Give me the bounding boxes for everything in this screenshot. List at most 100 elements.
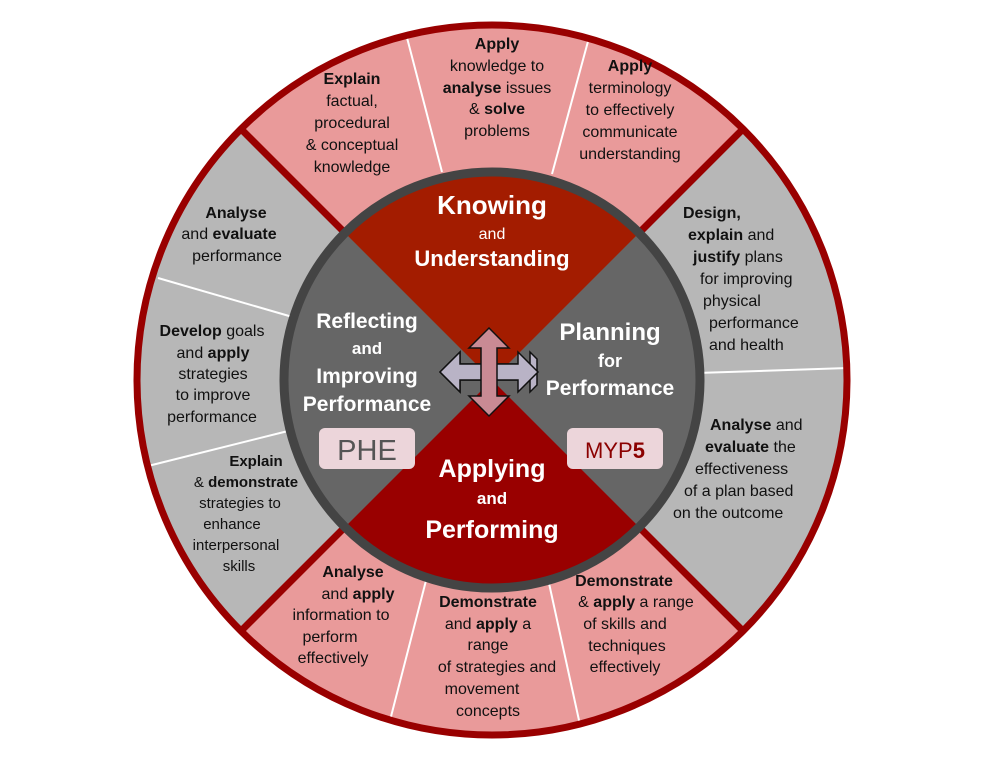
- strand-text-part: Analyse: [710, 417, 771, 434]
- outer-ring-border: [133, 21, 851, 739]
- strand-text-part: apply: [593, 594, 635, 611]
- strand-text-line: techniques: [588, 638, 665, 655]
- strand-text-line: Analyse: [205, 205, 266, 222]
- strand-text-line: performance: [709, 315, 799, 332]
- strand-text-line: information to: [293, 607, 390, 624]
- strand-text-line: performance: [192, 248, 282, 265]
- four-way-arrow-icon: [438, 326, 540, 418]
- strand-text-part: demonstrate: [208, 474, 298, 491]
- strand-text-line: enhance: [203, 516, 261, 533]
- strand-text-line: evaluate the: [705, 439, 796, 456]
- strand-text-line: problems: [464, 123, 530, 140]
- subject-text: PHE: [337, 435, 397, 467]
- strand-text-part: justify: [692, 249, 740, 266]
- strand-text-part: evaluate: [213, 226, 277, 243]
- strand-text-line: Explain: [229, 453, 282, 470]
- strand-text-line: skills: [223, 558, 256, 575]
- strand-text-line: range: [468, 637, 509, 654]
- strand-text-part: issues: [501, 80, 551, 97]
- strand-text-line: Analyse: [322, 564, 383, 581]
- strand-text-line: factual,: [326, 93, 378, 110]
- strand-text-part: &: [469, 101, 484, 118]
- strand-r2: Develop goals and apply strategies to im…: [160, 323, 265, 426]
- strand-text-line: Design,: [683, 205, 741, 222]
- strand-text-line: of strategies and: [438, 659, 556, 676]
- strand-text-line: Apply: [608, 58, 653, 75]
- strand-text-line: Apply: [475, 36, 520, 53]
- strand-text-part: and: [771, 417, 802, 434]
- strand-text-line: performance: [167, 409, 257, 426]
- strand-k2: Apply knowledge to analyse issues & solv…: [443, 36, 552, 140]
- badge-text-part: 5: [633, 438, 645, 463]
- strand-text-part: a: [518, 616, 531, 633]
- strand-text-line: physical: [703, 293, 761, 310]
- strand-text-part: and: [445, 616, 476, 633]
- level-text: MYP5: [585, 438, 645, 463]
- strand-r1: Explain & demonstrate strategies to enha…: [193, 453, 298, 575]
- strand-text-line: & apply a range: [578, 594, 694, 611]
- strand-text-part: explain: [688, 227, 743, 244]
- strand-text-part: apply: [476, 616, 518, 633]
- criterion-planning: Planning for Performance: [546, 319, 674, 400]
- strand-text-part: solve: [484, 101, 525, 118]
- strand-text-line: to improve: [176, 387, 251, 404]
- badge-text-part: MYP: [585, 438, 633, 463]
- strand-text-line: & demonstrate: [194, 474, 298, 491]
- strand-text-line: Analyse and: [710, 417, 803, 434]
- strand-text-line: strategies to: [199, 495, 281, 512]
- strand-text-part: goals: [222, 323, 265, 340]
- strand-text-part: evaluate: [705, 439, 769, 456]
- criterion-knowing: Knowing and Understanding: [414, 190, 569, 271]
- strand-text-part: apply: [208, 345, 250, 362]
- strand-text-line: on the outcome: [673, 505, 783, 522]
- strand-text-part: Develop: [160, 323, 222, 340]
- strand-text-line: movement: [445, 681, 520, 698]
- applying-and: and: [477, 489, 507, 508]
- strand-text-line: analyse issues: [443, 80, 552, 97]
- strand-text-part: analyse: [443, 80, 502, 97]
- strand-k1: Explain factual, procedural & conceptual…: [306, 71, 399, 176]
- level-badge: MYP5: [567, 428, 663, 469]
- inner-circle-border: [279, 167, 705, 593]
- knowing-quadrant: [345, 172, 639, 380]
- strand-text-part: and: [177, 345, 208, 362]
- strand-text-line: knowledge: [314, 159, 391, 176]
- strand-text-line: terminology: [589, 80, 672, 97]
- strand-text-part: and: [181, 226, 212, 243]
- subject-badge: PHE: [319, 428, 415, 469]
- strand-text-line: strategies: [178, 366, 247, 383]
- strand-text-line: justify plans: [692, 249, 783, 266]
- strand-text-line: concepts: [456, 703, 520, 720]
- strand-text-line: & solve: [469, 101, 525, 118]
- strand-p2: Analyse and evaluate the effectiveness o…: [673, 417, 803, 522]
- strand-text-line: interpersonal: [193, 537, 280, 554]
- strand-a2: Demonstrate and apply a range of strateg…: [438, 594, 556, 720]
- strand-text-line: and evaluate: [181, 226, 276, 243]
- planning-for: for: [598, 351, 622, 371]
- strand-text-line: of skills and: [583, 616, 667, 633]
- improving-label: Improving: [316, 365, 418, 388]
- strand-text-part: a range: [635, 594, 694, 611]
- strand-text-line: Demonstrate: [439, 594, 537, 611]
- criterion-applying: Applying and Performing: [425, 455, 558, 544]
- strand-a1: Demonstrate & apply a range of skills an…: [575, 573, 694, 676]
- criterion-reflecting: Reflecting and Improving Performance: [303, 310, 431, 416]
- strand-text-line: of a plan based: [684, 483, 793, 500]
- performance-label: Performance: [303, 393, 431, 416]
- strand-text-line: procedural: [314, 115, 390, 132]
- reflecting-label: Reflecting: [316, 310, 418, 333]
- strand-text-part: &: [194, 474, 208, 491]
- strand-text-line: perform: [302, 629, 357, 646]
- strand-text-part: apply: [353, 586, 395, 603]
- strand-text-line: and apply: [177, 345, 250, 362]
- strand-text-line: explain and: [688, 227, 774, 244]
- strand-k3: Apply terminology to effectively communi…: [579, 58, 680, 163]
- planning-performance-label: Performance: [546, 377, 674, 400]
- applying-quadrant: [345, 380, 639, 588]
- strand-text-part: &: [578, 594, 593, 611]
- knowing-and: and: [479, 226, 506, 243]
- strand-dividers: [147, 29, 849, 737]
- strand-text-line: communicate: [582, 124, 677, 141]
- strand-text-line: and apply a: [445, 616, 531, 633]
